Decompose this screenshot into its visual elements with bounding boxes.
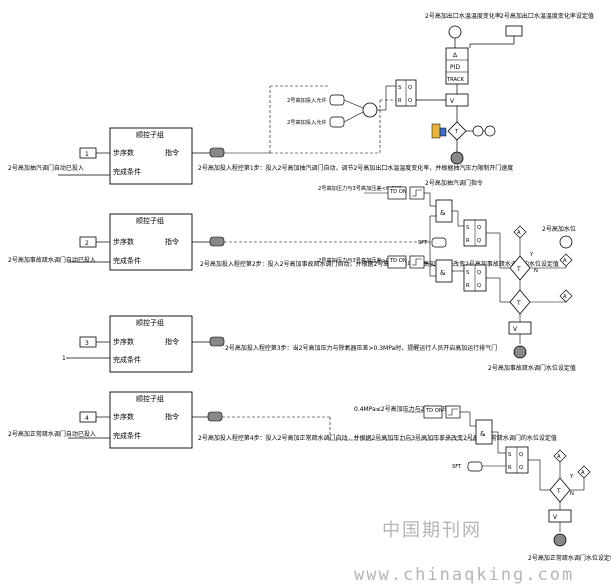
src-a1: A (517, 230, 521, 236)
v-box-3: V (553, 514, 558, 521)
ff3-q: Q (477, 270, 481, 276)
dp-cond1-label: 2号高加压力与3号高加压差<0.3MPa (318, 184, 405, 192)
group4-step-label: 步序数 (113, 412, 134, 421)
pid-section: 2号高加出口水温温度变化率 2号高加出口水温温度变化率设定值 Δ PID TRA… (269, 12, 594, 187)
ff4-q: Q (519, 452, 523, 458)
pid-delta: Δ (453, 52, 458, 59)
t-diamond3: T (556, 488, 561, 495)
group2-note: 2号高加投入程控第2步：投入2号高加事故疏水调门自动，并根据2号高加压力与3号高… (200, 260, 559, 268)
t1-n: N (534, 268, 538, 274)
group4-step-value: 4 (85, 415, 89, 422)
group2-step-label: 步序数 (113, 237, 134, 246)
group4-title: 顺控子组 (136, 394, 164, 403)
ff1-q2: Q (408, 98, 412, 104)
group4-input-label: 2号高加正常疏水调门自动已投入 (8, 430, 96, 438)
ext-allow-label: 2号高加投入允许 (287, 96, 327, 104)
ff1-q: Q (408, 85, 412, 91)
normal-drain-section: 0.4MPa≤2号高加压力与2号高加压差 TD ON & S R Q Q SFT… (354, 405, 611, 562)
ff1-s: S (398, 85, 401, 91)
group4-note: 2号高加投入程控第4步：投入2号高加正常疏水调门自动，并根据2号高加压力与3号高… (198, 434, 557, 442)
ff3-s: S (466, 270, 469, 276)
level-label: 2号高加水位 (542, 225, 576, 233)
src-a5: A (581, 470, 585, 476)
track-label: TRACK (446, 77, 465, 83)
seq-group-3: 1 3 顺控子组 步序数 指令 完成条件 2号高加投入程控第3步：当2号高加压力… (62, 315, 497, 373)
ff2-q: Q (477, 225, 481, 231)
ext-enter-label: 2号高加投入允许 (287, 118, 327, 126)
group3-complete-label: 完成条件 (113, 355, 141, 364)
pid-label: PID (450, 64, 460, 71)
emergency-drain-section: 2号高加压力与3号高加压差<0.3MPa 2号高加压力与3号高加压差>0.3MP… (318, 184, 576, 372)
group3-title: 顺控子组 (136, 318, 164, 327)
group3-cmd-label: 指令 (165, 337, 179, 346)
watermark-cn: 中国期刊网 (382, 520, 482, 541)
group1-step-label: 步序数 (113, 148, 134, 157)
sft2-label: SFT (452, 464, 462, 470)
group3-step-label: 步序数 (113, 337, 134, 346)
t-diamond2: T (516, 300, 521, 307)
group2-cmd-label: 指令 (165, 237, 179, 246)
td2-label: TD ON (389, 258, 407, 264)
group3-note: 2号高加投入程控第3步：当2号高加压力与除氧器压差>0.3MPa时，提醒运行人员… (225, 344, 497, 352)
ff4-r: R (508, 465, 512, 471)
group2-step-value: 2 (85, 240, 89, 247)
ff2-s: S (466, 225, 469, 231)
src-a3: A (563, 294, 567, 300)
ff2-r: R (466, 238, 470, 244)
t-diamond1: T (516, 266, 521, 273)
t1-y: Y (529, 252, 534, 258)
group2-input-label: 2号高加事故疏水调门自动已投入 (8, 256, 96, 264)
sft1-label: SFT (418, 240, 428, 246)
v-box-2: V (513, 326, 518, 333)
and3-label: & (480, 430, 486, 438)
group1-input-label: 2号高加抽汽调门自动已投入 (8, 164, 84, 172)
group3-input-label: 1 (62, 355, 66, 362)
group2-title: 顺控子组 (136, 216, 164, 225)
ext-cmd-label: 2号高加抽汽调门指令 (425, 179, 483, 187)
emerg-sp-label: 2号高加事故疏水调门水位设定值 (488, 364, 576, 372)
bottom-dp-cond: 0.4MPa≤2号高加压力与2号高加压差 (354, 405, 454, 413)
seq-group-1: 2号高加抽汽调门自动已投入 1 顺控子组 步序数 指令 完成条件 2号高加投入程… (8, 127, 513, 185)
ff1-r: R (398, 98, 402, 104)
src-a2: A (563, 258, 567, 264)
normal-sp-label: 2号高加正常疏水调门水位设定值 (528, 554, 611, 562)
bottom-td: TD ON (425, 408, 443, 414)
src-a4: A (557, 454, 561, 460)
ff2-q2: Q (477, 238, 481, 244)
group1-step-value: 1 (85, 151, 89, 158)
dp-cond2-label: 2号高加压力与3号高加压差>0.3MPa (318, 256, 405, 264)
ff4-q2: Q (519, 465, 523, 471)
temp-rate-sp-label: 2号高加出口水温温度变化率设定值 (500, 12, 594, 20)
group4-complete-label: 完成条件 (113, 431, 141, 440)
t3-n: N (570, 491, 574, 497)
group2-complete-label: 完成条件 (113, 256, 141, 265)
temp-rate-label: 2号高加出口水温温度变化率 (425, 12, 501, 20)
and2-label: & (440, 269, 446, 277)
seq-group-4: 2号高加正常疏水调门自动已投入 4 顺控子组 步序数 指令 完成条件 2号高加投… (8, 391, 557, 449)
ff3-q2: Q (477, 283, 481, 289)
ff3-r: R (466, 283, 470, 289)
group4-cmd-label: 指令 (165, 412, 179, 421)
group3-step-value: 3 (85, 340, 89, 347)
group1-note: 2号高加投入程控第1步：投入2号高加抽汽调门自动，调节2号高加出口水温温度变化率… (198, 164, 513, 172)
td1-label: TD ON (389, 189, 407, 195)
and1-label: & (440, 209, 446, 217)
diamond-t: T (454, 129, 459, 135)
group1-cmd-label: 指令 (165, 148, 179, 157)
watermark-url: www.chinaqking.com (354, 565, 574, 585)
t3-y: Y (569, 474, 574, 480)
group1-title: 顺控子组 (136, 130, 164, 139)
seq-group-2: 2号高加事故疏水调门自动已投入 2 顺控子组 步序数 指令 完成条件 2号高加投… (8, 213, 559, 271)
ff4-s: S (508, 452, 511, 458)
group1-complete-label: 完成条件 (113, 167, 141, 176)
v-box: V (450, 98, 455, 105)
